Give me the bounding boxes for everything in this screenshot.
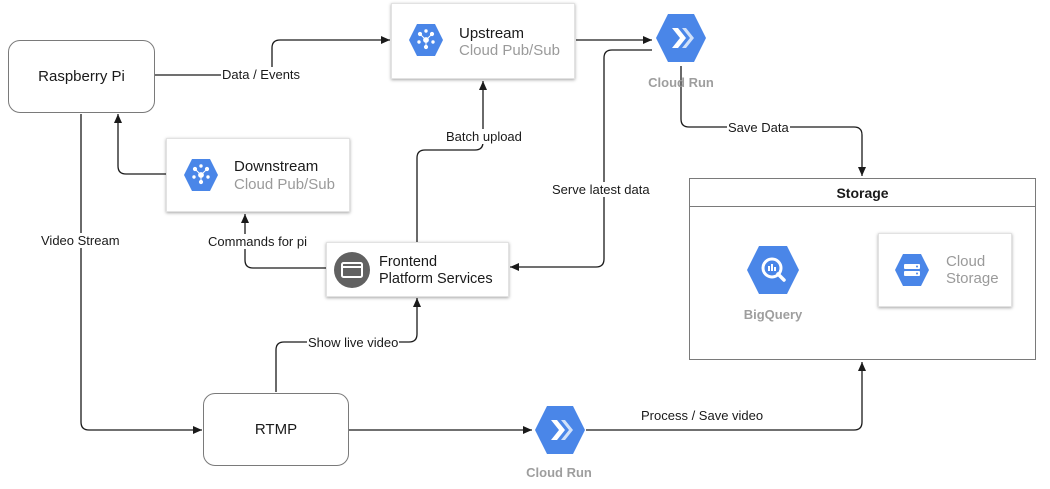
edge-label-commands: Commands for pi	[207, 234, 308, 249]
edge-label-video-stream: Video Stream	[40, 233, 121, 248]
rtmp-node[interactable]: RTMP	[203, 393, 349, 466]
raspberry-pi-node[interactable]: Raspberry Pi	[8, 40, 155, 113]
cloud-storage-icon	[895, 254, 929, 286]
storage-container[interactable]: Storage BigQuery Cloud Storage	[689, 178, 1036, 360]
app-window-icon	[334, 252, 370, 288]
cloud-run-icon[interactable]	[655, 13, 707, 63]
edge-downstream-to-pi	[114, 114, 166, 175]
edge-data-events	[155, 36, 390, 76]
downstream-subtitle: Cloud Pub/Sub	[234, 176, 335, 193]
frontend-platform-card[interactable]: Frontend Platform Services	[326, 242, 509, 297]
edge-label-process-save: Process / Save video	[640, 408, 765, 423]
frontend-subtitle: Platform Services	[379, 271, 493, 287]
storage-title: Storage	[690, 179, 1035, 207]
edge-label-serve-latest: Serve latest data	[551, 182, 651, 197]
edge-label-batch-upload: Batch upload	[445, 129, 523, 144]
upstream-subtitle: Cloud Pub/Sub	[459, 42, 560, 59]
raspberry-pi-label: Raspberry Pi	[38, 68, 125, 85]
edge-commands	[241, 214, 326, 269]
bigquery-caption: BigQuery	[743, 307, 803, 322]
edge-label-save-data: Save Data	[727, 120, 790, 135]
edge-batch-upload	[416, 81, 487, 242]
upstream-title: Upstream	[459, 25, 525, 42]
downstream-title: Downstream	[234, 158, 319, 175]
edge-label-show-live: Show live video	[307, 335, 400, 350]
downstream-pubsub-card[interactable]: Downstream Cloud Pub/Sub	[166, 138, 350, 212]
rtmp-label: RTMP	[254, 421, 298, 438]
upstream-pubsub-card[interactable]: Upstream Cloud Pub/Sub	[391, 3, 575, 79]
cloud-storage-card[interactable]: Cloud Storage	[878, 233, 1012, 307]
cloud-run-top-caption: Cloud Run	[648, 75, 714, 90]
edge-video-stream	[80, 114, 202, 434]
edge-label-data-events: Data / Events	[221, 67, 302, 82]
cloud-storage-line2: Storage	[946, 270, 999, 287]
pubsub-icon	[184, 159, 218, 191]
edge-process-save	[586, 362, 866, 431]
bigquery-icon[interactable]	[746, 245, 800, 295]
cloud-storage-line1: Cloud	[946, 253, 986, 270]
cloud-run-bottom-caption: Cloud Run	[526, 465, 592, 480]
cloud-run-icon[interactable]	[534, 405, 586, 455]
frontend-title: Frontend	[379, 254, 438, 270]
pubsub-icon	[409, 24, 443, 56]
edge-serve-latest	[510, 49, 652, 271]
